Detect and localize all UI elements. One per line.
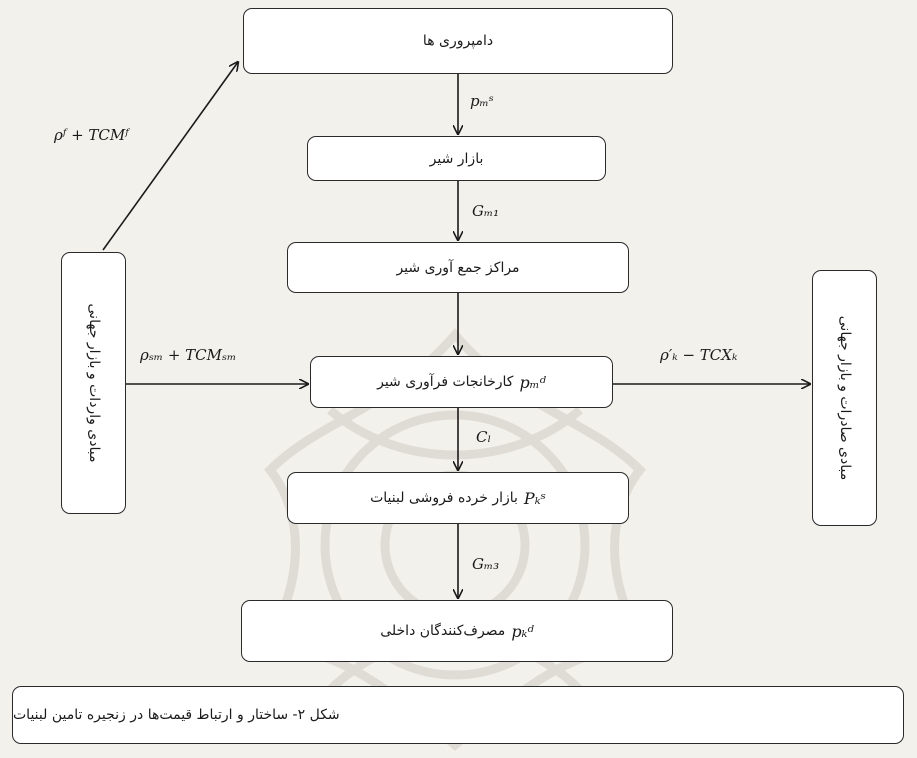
node-consumers-math: pₖᵈ xyxy=(511,621,534,641)
node-milk-collection-label: مراکز جمع آوری شیر xyxy=(396,259,520,276)
arrow-imports-to-farms xyxy=(102,62,238,251)
edge-label-imports-to-farms: ρᶠ + TCMᶠ xyxy=(54,126,129,144)
node-processing-math: pₘᵈ xyxy=(519,372,546,392)
edge-label-processing-to-retail: Cₗ xyxy=(476,428,492,446)
node-milk-processing-plants: pₘᵈ کارخانجات فرآوری شیر xyxy=(310,356,613,408)
node-dairy-farms-label: دامپروری ها xyxy=(422,33,494,49)
node-dairy-retail-market: Pₖˢ بازار خرده فروشی لبنیات xyxy=(287,472,629,524)
node-exports-world-market: مبادی صادرات و بازار جهانی xyxy=(812,270,877,526)
figure-caption: شکل ۲- ساختار و ارتباط قیمت‌ها در زنجیره… xyxy=(13,707,340,723)
edge-label-processing-to-exports: ρ′ₖ − TCXₖ xyxy=(660,346,738,364)
node-processing-label: کارخانجات فرآوری شیر xyxy=(377,374,514,390)
node-consumers-label: مصرف‌کنندگان داخلی xyxy=(380,623,506,639)
node-milk-market: بازار شیر xyxy=(307,136,606,181)
node-imports-world-market: مبادی واردات و بازار جهانی xyxy=(61,252,126,514)
node-dairy-farms: دامپروری ها xyxy=(243,8,673,74)
edge-label-retail-to-consumers: Gₘ₃ xyxy=(472,555,500,573)
node-exports-label: مبادی صادرات و بازار جهانی xyxy=(836,315,853,481)
node-milk-collection-centers: مراکز جمع آوری شیر xyxy=(287,242,629,293)
node-imports-label: مبادی واردات و بازار جهانی xyxy=(85,303,102,463)
node-milk-market-label: بازار شیر xyxy=(429,150,484,167)
node-retail-math: Pₖˢ xyxy=(523,488,546,508)
edge-label-farms-to-market: pₘˢ xyxy=(470,92,494,110)
node-domestic-consumers: pₖᵈ مصرف‌کنندگان داخلی xyxy=(241,600,673,662)
figure-caption-box: شکل ۲- ساختار و ارتباط قیمت‌ها در زنجیره… xyxy=(12,686,904,744)
edge-label-market-to-collection: Gₘ₁ xyxy=(472,202,500,220)
edge-label-imports-to-processing: ρₛₘ + TCMₛₘ xyxy=(140,346,237,364)
node-retail-label: بازار خرده فروشی لبنیات xyxy=(370,490,518,506)
